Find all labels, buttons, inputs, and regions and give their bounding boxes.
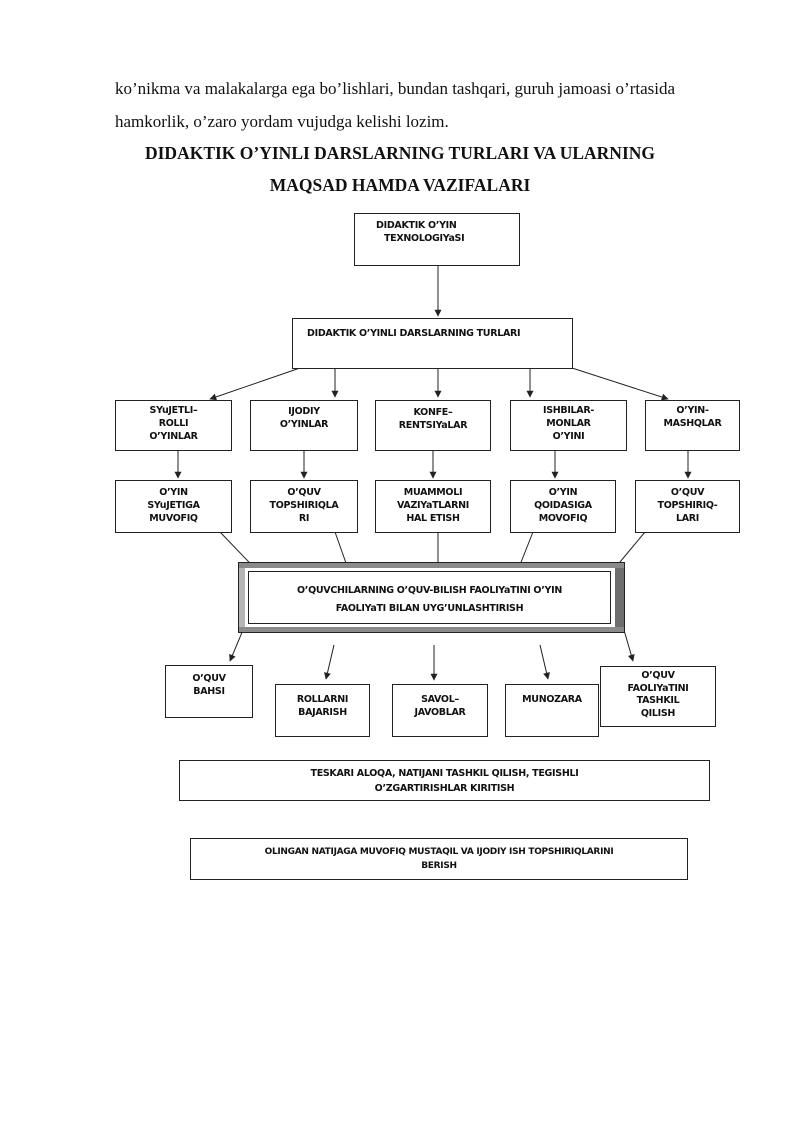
goal-5-line-1: O’QUV <box>670 487 705 498</box>
activity-3-line-2: JAVOBLAR <box>414 707 466 718</box>
type-2-line-2: O’YINLAR <box>279 419 329 430</box>
goal-box-4: O’YIN QOIDASIGA MOVOFIQ <box>510 480 616 533</box>
central-frame: O’QUVCHILARNING O’QUV-BILISH FAOLIYaTINI… <box>238 562 625 633</box>
root-line-1: DIDAKTIK O’YIN <box>376 220 457 231</box>
heading-line-1: DIDAKTIK O’YINLI DARSLARNING TURLARI VA … <box>144 143 656 163</box>
arrow-central-to-activity-4 <box>539 644 550 680</box>
type-4-line-1: ISHBILAR- <box>542 405 595 416</box>
goal-3-line-3: HAL ETISH <box>406 513 460 524</box>
goal-box-5: O’QUV TOPSHIRIQ- LARI <box>635 480 740 533</box>
feedback-line-1: TESKARI ALOQA, NATIJANI TASHKIL QILISH, … <box>310 768 579 779</box>
goal-5-line-3: LARI <box>675 513 700 524</box>
activity-3-line-1: SAVOL– <box>421 694 459 705</box>
lesson-types-title: DIDAKTIK O’YINLI DARSLARNING TURLARI <box>307 328 521 339</box>
feedback-line-2: O’ZGARTIRISHLAR KIRITISH <box>374 783 515 794</box>
arrow-central-to-activity-5 <box>623 629 635 662</box>
activity-box-2: ROLLARNI BAJARISH <box>275 684 370 737</box>
activity-1-line-1: O’QUV <box>192 673 226 684</box>
type-5-line-1: O’YIN- <box>676 405 709 416</box>
type-3-line-1: KONFE– <box>413 407 453 418</box>
type-box-2: IJODIY O’YINLAR <box>250 400 358 451</box>
goal-1-line-2: SYuJETIGA <box>147 500 200 511</box>
goal-4-line-3: MOVOFIQ <box>538 513 588 524</box>
central-line-1: O’QUVCHILARNING O’QUV-BILISH FAOLIYaTINI… <box>297 585 562 596</box>
activity-2-line-2: BAJARISH <box>298 707 347 718</box>
type-box-3: KONFE– RENTSIYaLAR <box>375 400 491 451</box>
goal-box-1: O’YIN SYuJETIGA MUVOFIQ <box>115 480 232 533</box>
goal-box-3: MUAMMOLI VAZIYaTLARNI HAL ETISH <box>375 480 491 533</box>
arrow-types-to-type-5 <box>571 367 669 401</box>
lesson-types-title-box: DIDAKTIK O’YINLI DARSLARNING TURLARI <box>292 318 573 369</box>
goal-3-line-2: VAZIYaTLARNI <box>397 500 469 511</box>
type-1-line-1: SYuJETLI– <box>149 405 198 416</box>
type-box-5: O’YIN- MASHQLAR <box>645 400 740 451</box>
goal-box-2: O’QUV TOPSHIRIQLA RI <box>250 480 358 533</box>
goal-5-line-2: TOPSHIRIQ- <box>657 500 718 511</box>
root-box: DIDAKTIK O’YIN TEXNOLOGIYaSI <box>354 213 520 266</box>
type-4-line-2: MONLAR <box>546 418 591 429</box>
activity-box-3: SAVOL– JAVOBLAR <box>392 684 488 737</box>
type-2-line-1: IJODIY <box>288 406 320 417</box>
goal-1-line-3: MUVOFIQ <box>149 513 198 524</box>
activity-5-line-1: O’QUV <box>641 670 675 681</box>
final-task-box: OLINGAN NATIJAGA MUVOFIQ MUSTAQIL VA IJO… <box>190 838 688 880</box>
activity-1-line-2: BAHSI <box>193 686 225 697</box>
activity-box-5: O’QUV FAOLIYaTINI TASHKIL QILISH <box>600 666 716 727</box>
activity-5-line-3: TASHKIL <box>636 695 680 706</box>
final-line-2: BERISH <box>421 861 457 871</box>
type-4-line-3: O’YINI <box>552 431 585 442</box>
final-line-1: OLINGAN NATIJAGA MUVOFIQ MUSTAQIL VA IJO… <box>264 847 614 857</box>
arrow-central-to-activity-1 <box>229 629 244 662</box>
paragraph-line-1: ko’nikma va malakalarga ega bo’lishlari,… <box>115 79 676 98</box>
goal-2-line-3: RI <box>298 513 310 524</box>
type-3-line-2: RENTSIYaLAR <box>398 420 468 431</box>
activity-box-4: MUNOZARA <box>505 684 599 737</box>
arrow-types-to-type-1 <box>209 367 301 401</box>
type-box-4: ISHBILAR- MONLAR O’YINI <box>510 400 627 451</box>
goal-4-line-1: O’YIN <box>548 487 578 498</box>
activity-5-line-2: FAOLIYaTINI <box>627 682 689 694</box>
type-1-line-2: ROLLI <box>158 418 189 429</box>
heading-line-2: MAQSAD HAMDA VAZIFALARI <box>269 175 531 195</box>
goal-2-line-2: TOPSHIRIQLA <box>269 500 339 511</box>
type-5-line-2: MASHQLAR <box>663 418 722 429</box>
paragraph-line-2: hamkorlik, o’zaro yordam vujudga kelishi… <box>115 112 449 131</box>
activity-5-line-4: QILISH <box>640 707 676 719</box>
goal-1-line-1: O’YIN <box>159 487 188 498</box>
goal-2-line-1: O’QUV <box>287 487 321 498</box>
activity-box-1: O’QUV BAHSI <box>165 665 253 718</box>
arrow-central-to-activity-2 <box>324 644 335 680</box>
central-box: O’QUVCHILARNING O’QUV-BILISH FAOLIYaTINI… <box>248 571 611 624</box>
goal-3-line-1: MUAMMOLI <box>403 487 463 498</box>
type-1-line-3: O’YINLAR <box>149 431 198 442</box>
goal-4-line-2: QOIDASIGA <box>534 500 592 511</box>
root-line-2: TEXNOLOGIYaSI <box>384 233 465 244</box>
feedback-box: TESKARI ALOQA, NATIJANI TASHKIL QILISH, … <box>179 760 710 801</box>
central-line-2: FAOLIYaTI BILAN UYG’UNLASHTIRISH <box>335 603 524 614</box>
activity-4-line-1: MUNOZARA <box>522 694 582 705</box>
type-box-1: SYuJETLI– ROLLI O’YINLAR <box>115 400 232 451</box>
activity-2-line-1: ROLLARNI <box>296 694 349 705</box>
